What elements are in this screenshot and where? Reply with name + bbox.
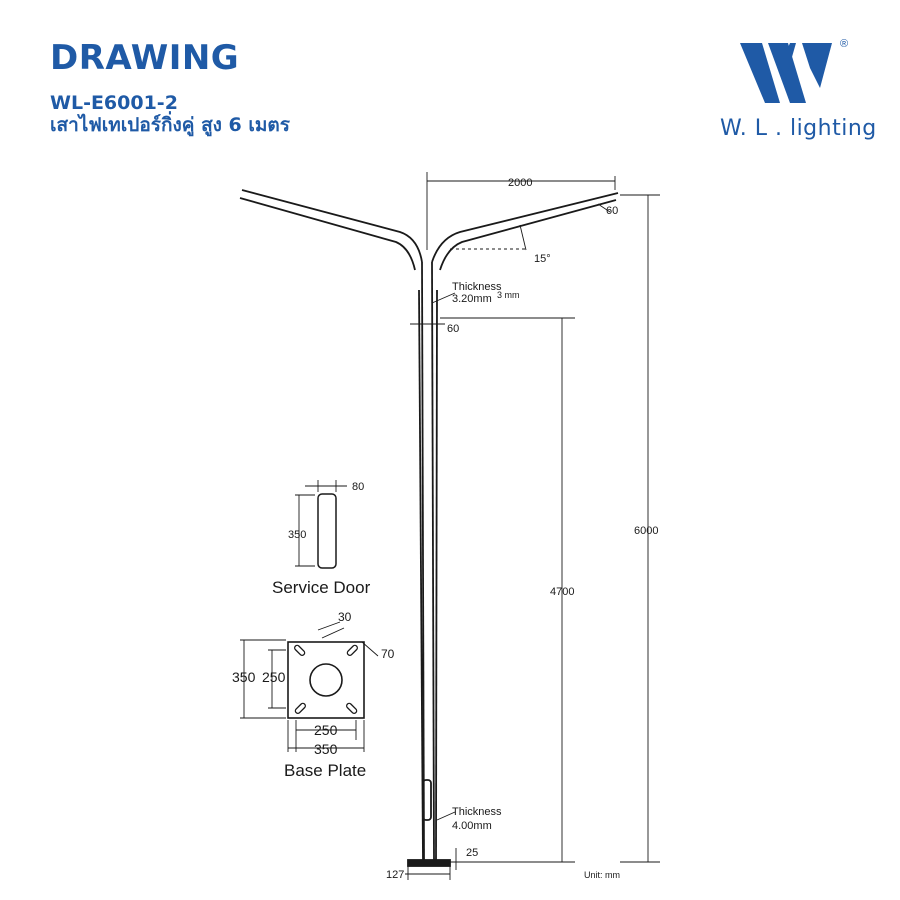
brand-logo: ® W. L . lighting xyxy=(710,38,885,148)
base-plate-shape xyxy=(287,641,365,719)
right-arm xyxy=(431,192,619,263)
header: DRAWING WL-E6001-2 เสาไฟเทเปอร์กิ่งคู่ ส… xyxy=(50,38,290,136)
dim-top-diameter: 60 xyxy=(447,323,459,335)
service-door-shape xyxy=(317,493,337,569)
dim-base-diameter: 127 xyxy=(386,869,404,881)
pole-shaft xyxy=(421,261,425,861)
left-arm xyxy=(241,189,423,263)
service-door-height: 350 xyxy=(288,529,306,541)
base-inner-width: 250 xyxy=(314,722,338,738)
logo-text: W. L . lighting xyxy=(720,116,877,141)
top-thickness-value: 3.20mm xyxy=(452,293,492,305)
model-number: WL-E6001-2 xyxy=(50,91,178,114)
pole-base xyxy=(407,859,451,867)
product-subtitle: เสาไฟเทเปอร์กิ่งคู่ สูง 6 เมตร xyxy=(50,113,290,136)
dim-arm-span: 2000 xyxy=(508,177,532,189)
top-thickness-label: Thickness xyxy=(452,281,502,293)
top-thickness-alt: 3 mm xyxy=(497,290,520,300)
base-outer-width: 350 xyxy=(314,741,338,757)
service-door-width: 80 xyxy=(352,481,364,493)
w-logo-icon xyxy=(740,43,832,103)
dim-pole-height: 4700 xyxy=(550,586,574,598)
bottom-thickness-value: 4.00mm xyxy=(452,820,492,832)
bottom-thickness-label: Thickness xyxy=(452,806,502,818)
dim-base-thickness: 25 xyxy=(466,847,478,859)
base-plate-label: Base Plate xyxy=(284,761,366,780)
base-slot-width: 30 xyxy=(338,610,352,624)
base-inner-height: 250 xyxy=(262,669,286,685)
base-corner-offset: 70 xyxy=(381,647,395,661)
pole-door xyxy=(422,779,432,821)
registered-mark: ® xyxy=(840,38,849,50)
unit-label: Unit: mm xyxy=(584,870,620,880)
dim-arm-end-diameter: 60 xyxy=(606,205,618,217)
dim-arm-angle: 15° xyxy=(534,253,551,265)
page-title: DRAWING xyxy=(50,38,240,78)
service-door-label: Service Door xyxy=(272,578,371,597)
dim-total-height: 6000 xyxy=(634,525,658,537)
base-outer-height: 350 xyxy=(232,669,256,685)
